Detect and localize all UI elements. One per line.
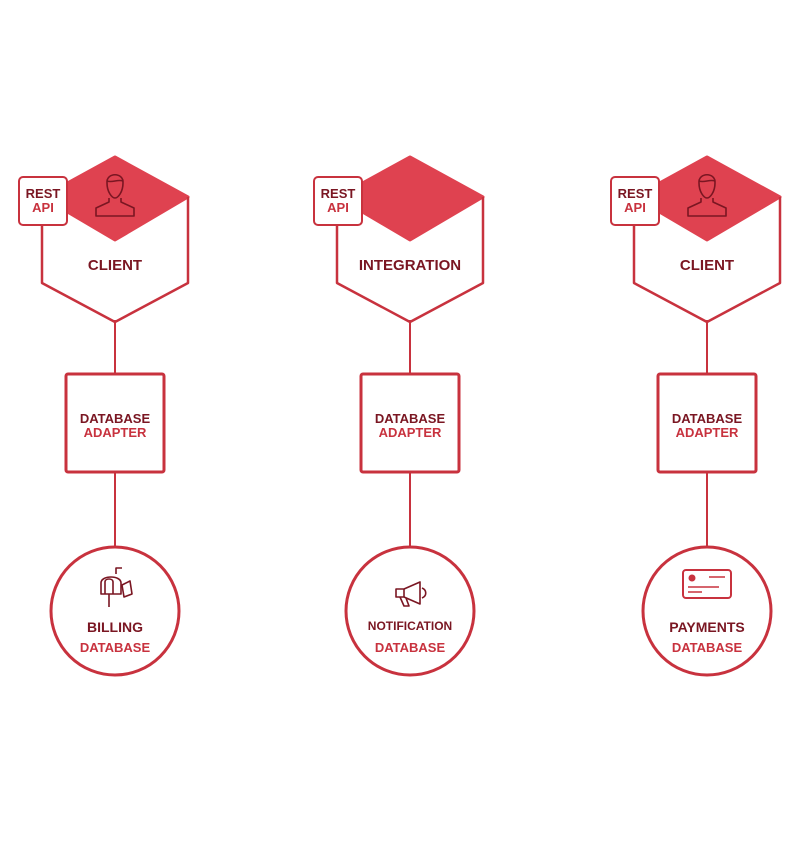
user-icon <box>95 173 135 217</box>
adapter-box <box>656 372 758 474</box>
user-hairline <box>698 179 716 183</box>
adapter-label-line1: DATABASE <box>374 411 446 426</box>
rest-api-tag-line1: REST <box>25 186 61 201</box>
database-circle <box>641 545 773 677</box>
service-type-label: CLIENT <box>679 257 735 274</box>
hexagon-outline <box>632 197 782 324</box>
adapter-label-line1: DATABASE <box>79 411 151 426</box>
database-type: DATABASE <box>79 640 151 655</box>
adapter-label-line2: ADAPTER <box>675 425 739 440</box>
service-type-label: INTEGRATION <box>358 257 462 274</box>
megaphone-wave <box>421 587 427 599</box>
database-circle <box>344 545 476 677</box>
rest-api-tag-line2: API <box>32 200 54 215</box>
user-shoulders <box>95 198 135 217</box>
database-circle <box>49 545 181 677</box>
service-column-1 <box>40 155 190 677</box>
database-type: DATABASE <box>374 640 446 655</box>
hexagon-outline <box>40 197 190 324</box>
mailbox-icon <box>100 567 133 607</box>
database-type: DATABASE <box>671 640 743 655</box>
user-shoulders <box>687 198 727 217</box>
user-head <box>106 173 124 199</box>
megaphone-icon <box>395 581 427 607</box>
rest-api-tag-line2: API <box>624 200 646 215</box>
service-type-label: CLIENT <box>87 257 143 274</box>
mailbox-flag <box>115 567 122 574</box>
rest-api-tag-line1: REST <box>617 186 653 201</box>
adapter-label-line2: ADAPTER <box>83 425 147 440</box>
adapter-box <box>359 372 461 474</box>
mailbox-door <box>104 578 114 594</box>
mailbox-body <box>100 576 122 595</box>
hexagon-outline <box>335 197 485 324</box>
rest-api-tag-line2: API <box>327 200 349 215</box>
user-head <box>698 173 716 199</box>
rest-api-tag-line1: REST <box>320 186 356 201</box>
card-outline <box>682 569 732 599</box>
adapter-label-line1: DATABASE <box>671 411 743 426</box>
user-icon <box>687 173 727 217</box>
adapter-label-line2: ADAPTER <box>378 425 442 440</box>
service-column-2 <box>335 155 485 677</box>
adapter-box <box>64 372 166 474</box>
database-name: BILLING <box>87 619 143 635</box>
database-name: PAYMENTS <box>669 619 745 635</box>
credit-card-icon <box>682 569 732 599</box>
database-name: NOTIFICATION <box>367 619 453 633</box>
user-hairline <box>106 179 124 183</box>
megaphone-handle <box>399 596 410 607</box>
mailbox-letter <box>121 580 133 598</box>
card-chip <box>688 574 696 582</box>
service-column-3 <box>632 155 782 677</box>
